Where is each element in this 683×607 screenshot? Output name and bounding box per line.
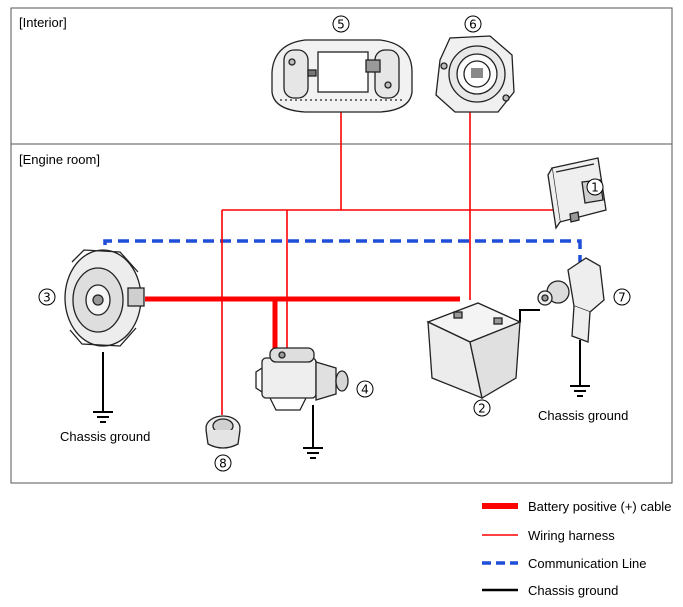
battery-sensor-icon <box>537 257 605 343</box>
instrument-cluster-icon <box>271 39 413 113</box>
battery-icon <box>426 302 522 400</box>
component-markers: 1 2 3 4 5 6 7 8 <box>38 15 631 472</box>
wiring-harness-lines <box>221 112 555 415</box>
battery-cable-lines <box>145 296 460 355</box>
engine-room-section-label: [Engine room] <box>19 152 100 167</box>
interior-section-label: [Interior] <box>19 15 67 30</box>
start-stop-button-icon <box>435 35 515 113</box>
sensor-icon <box>205 415 241 449</box>
marker-5-label: 5 <box>337 18 345 32</box>
marker-7-label: 7 <box>618 291 626 305</box>
alternator-icon <box>64 249 145 347</box>
marker-8-label: 8 <box>219 457 227 471</box>
sensor-ground-label: Chassis ground <box>538 408 628 423</box>
alternator-ground-label: Chassis ground <box>60 429 150 444</box>
marker-6-label: 6 <box>469 18 477 32</box>
legend-label-communication-line: Communication Line <box>528 556 647 571</box>
marker-1-label: 1 <box>591 181 599 195</box>
marker-3-label: 3 <box>43 291 51 305</box>
marker-4-label: 4 <box>361 383 369 397</box>
legend: Battery positive (+) cable Wiring harnes… <box>482 499 671 598</box>
legend-label-chassis-ground: Chassis ground <box>528 583 618 598</box>
communication-line <box>103 239 582 262</box>
starter-motor-icon <box>255 347 349 411</box>
marker-2-label: 2 <box>478 402 486 416</box>
chassis-ground-lines <box>93 309 590 459</box>
legend-label-wiring-harness: Wiring harness <box>528 528 615 543</box>
legend-label-battery-cable: Battery positive (+) cable <box>528 499 671 514</box>
